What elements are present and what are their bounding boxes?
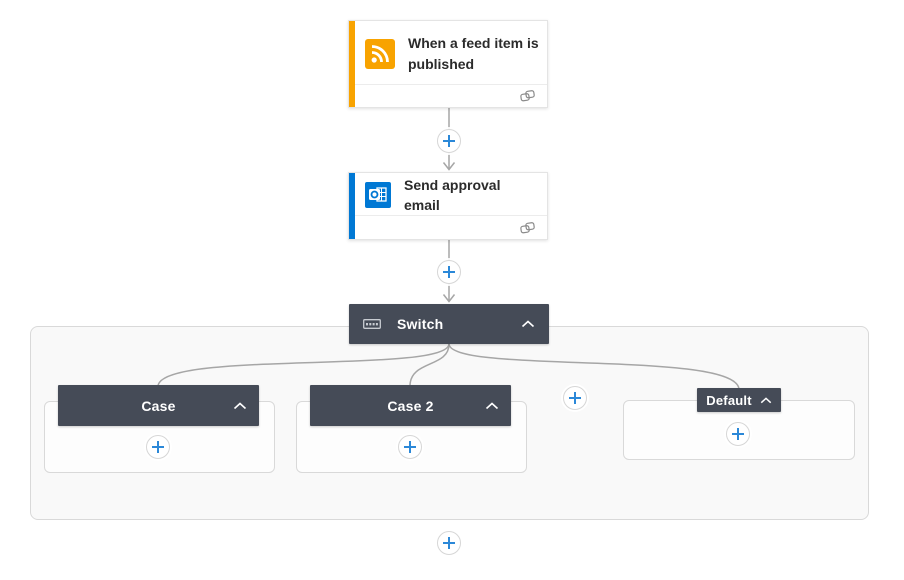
plus-icon xyxy=(731,427,745,441)
plus-icon xyxy=(442,265,456,279)
default-insert-step-button[interactable] xyxy=(726,422,750,446)
plus-icon xyxy=(403,440,417,454)
trigger-accent-bar xyxy=(349,21,355,107)
rss-icon xyxy=(365,38,395,69)
new-step-button[interactable] xyxy=(437,531,461,555)
insert-step-button-1[interactable] xyxy=(437,129,461,153)
trigger-card[interactable]: When a feed item is published xyxy=(348,20,548,108)
default-label: Default xyxy=(706,392,752,408)
link-icon xyxy=(520,221,535,234)
case-branch-header[interactable]: Case xyxy=(58,385,259,426)
switch-header[interactable]: Switch xyxy=(349,304,549,344)
chevron-up-icon[interactable] xyxy=(760,396,772,404)
add-case-button[interactable] xyxy=(563,386,587,410)
plus-icon xyxy=(442,134,456,148)
case-label: Case xyxy=(141,397,176,414)
insert-step-button-2[interactable] xyxy=(437,260,461,284)
action-accent-bar xyxy=(349,173,355,239)
case2-branch-header[interactable]: Case 2 xyxy=(310,385,511,426)
arrowhead-down-1 xyxy=(442,162,456,171)
default-branch-header[interactable]: Default xyxy=(697,388,781,412)
trigger-title: When a feed item is published xyxy=(408,35,539,72)
case-insert-step-button[interactable] xyxy=(146,435,170,459)
case2-insert-step-button[interactable] xyxy=(398,435,422,459)
switch-label: Switch xyxy=(397,316,444,332)
chevron-up-icon[interactable] xyxy=(233,401,247,410)
plus-icon xyxy=(151,440,165,454)
action-title: Send approval email xyxy=(404,176,501,213)
outlook-icon xyxy=(365,182,391,208)
plus-icon xyxy=(442,536,456,550)
chevron-up-icon[interactable] xyxy=(485,401,499,410)
switch-icon xyxy=(363,319,381,329)
chevron-up-icon[interactable] xyxy=(521,320,535,328)
case2-label: Case 2 xyxy=(387,397,434,414)
link-icon xyxy=(520,90,535,102)
action-card[interactable]: Send approval email xyxy=(348,172,548,240)
arrowhead-down-2 xyxy=(442,294,456,303)
plus-icon xyxy=(568,391,582,405)
